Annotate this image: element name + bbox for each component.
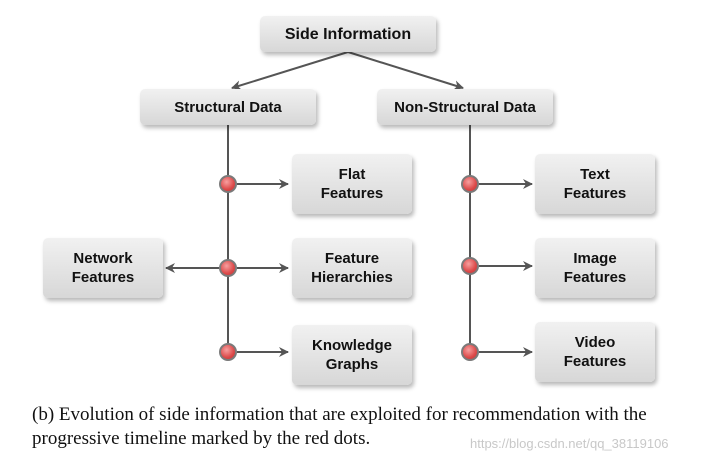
video-features-box: Video Features: [535, 322, 655, 382]
knowledge-graphs-box: Knowledge Graphs: [292, 325, 412, 385]
timeline-dot: [219, 343, 237, 361]
image-features-box: Image Features: [535, 238, 655, 298]
arrow-root-to-nonstructural: [347, 51, 464, 91]
side-information-box: Side Information: [260, 16, 436, 52]
structural-data-box: Structural Data: [140, 89, 316, 125]
network-features-box: Network Features: [43, 238, 163, 298]
arrow-root-to-structural: [231, 51, 349, 91]
feature-hierarchies-box: Feature Hierarchies: [292, 238, 412, 298]
watermark: https://blog.csdn.net/qq_38119106: [470, 436, 669, 451]
timeline-dot: [219, 259, 237, 277]
non-structural-data-box: Non-Structural Data: [377, 89, 553, 125]
timeline-dot: [461, 175, 479, 193]
flat-features-box: Flat Features: [292, 154, 412, 214]
timeline-dot: [461, 257, 479, 275]
text-features-box: Text Features: [535, 154, 655, 214]
timeline-dot: [219, 175, 237, 193]
figure-caption: (b) Evolution of side information that a…: [32, 404, 647, 449]
timeline-dot: [461, 343, 479, 361]
